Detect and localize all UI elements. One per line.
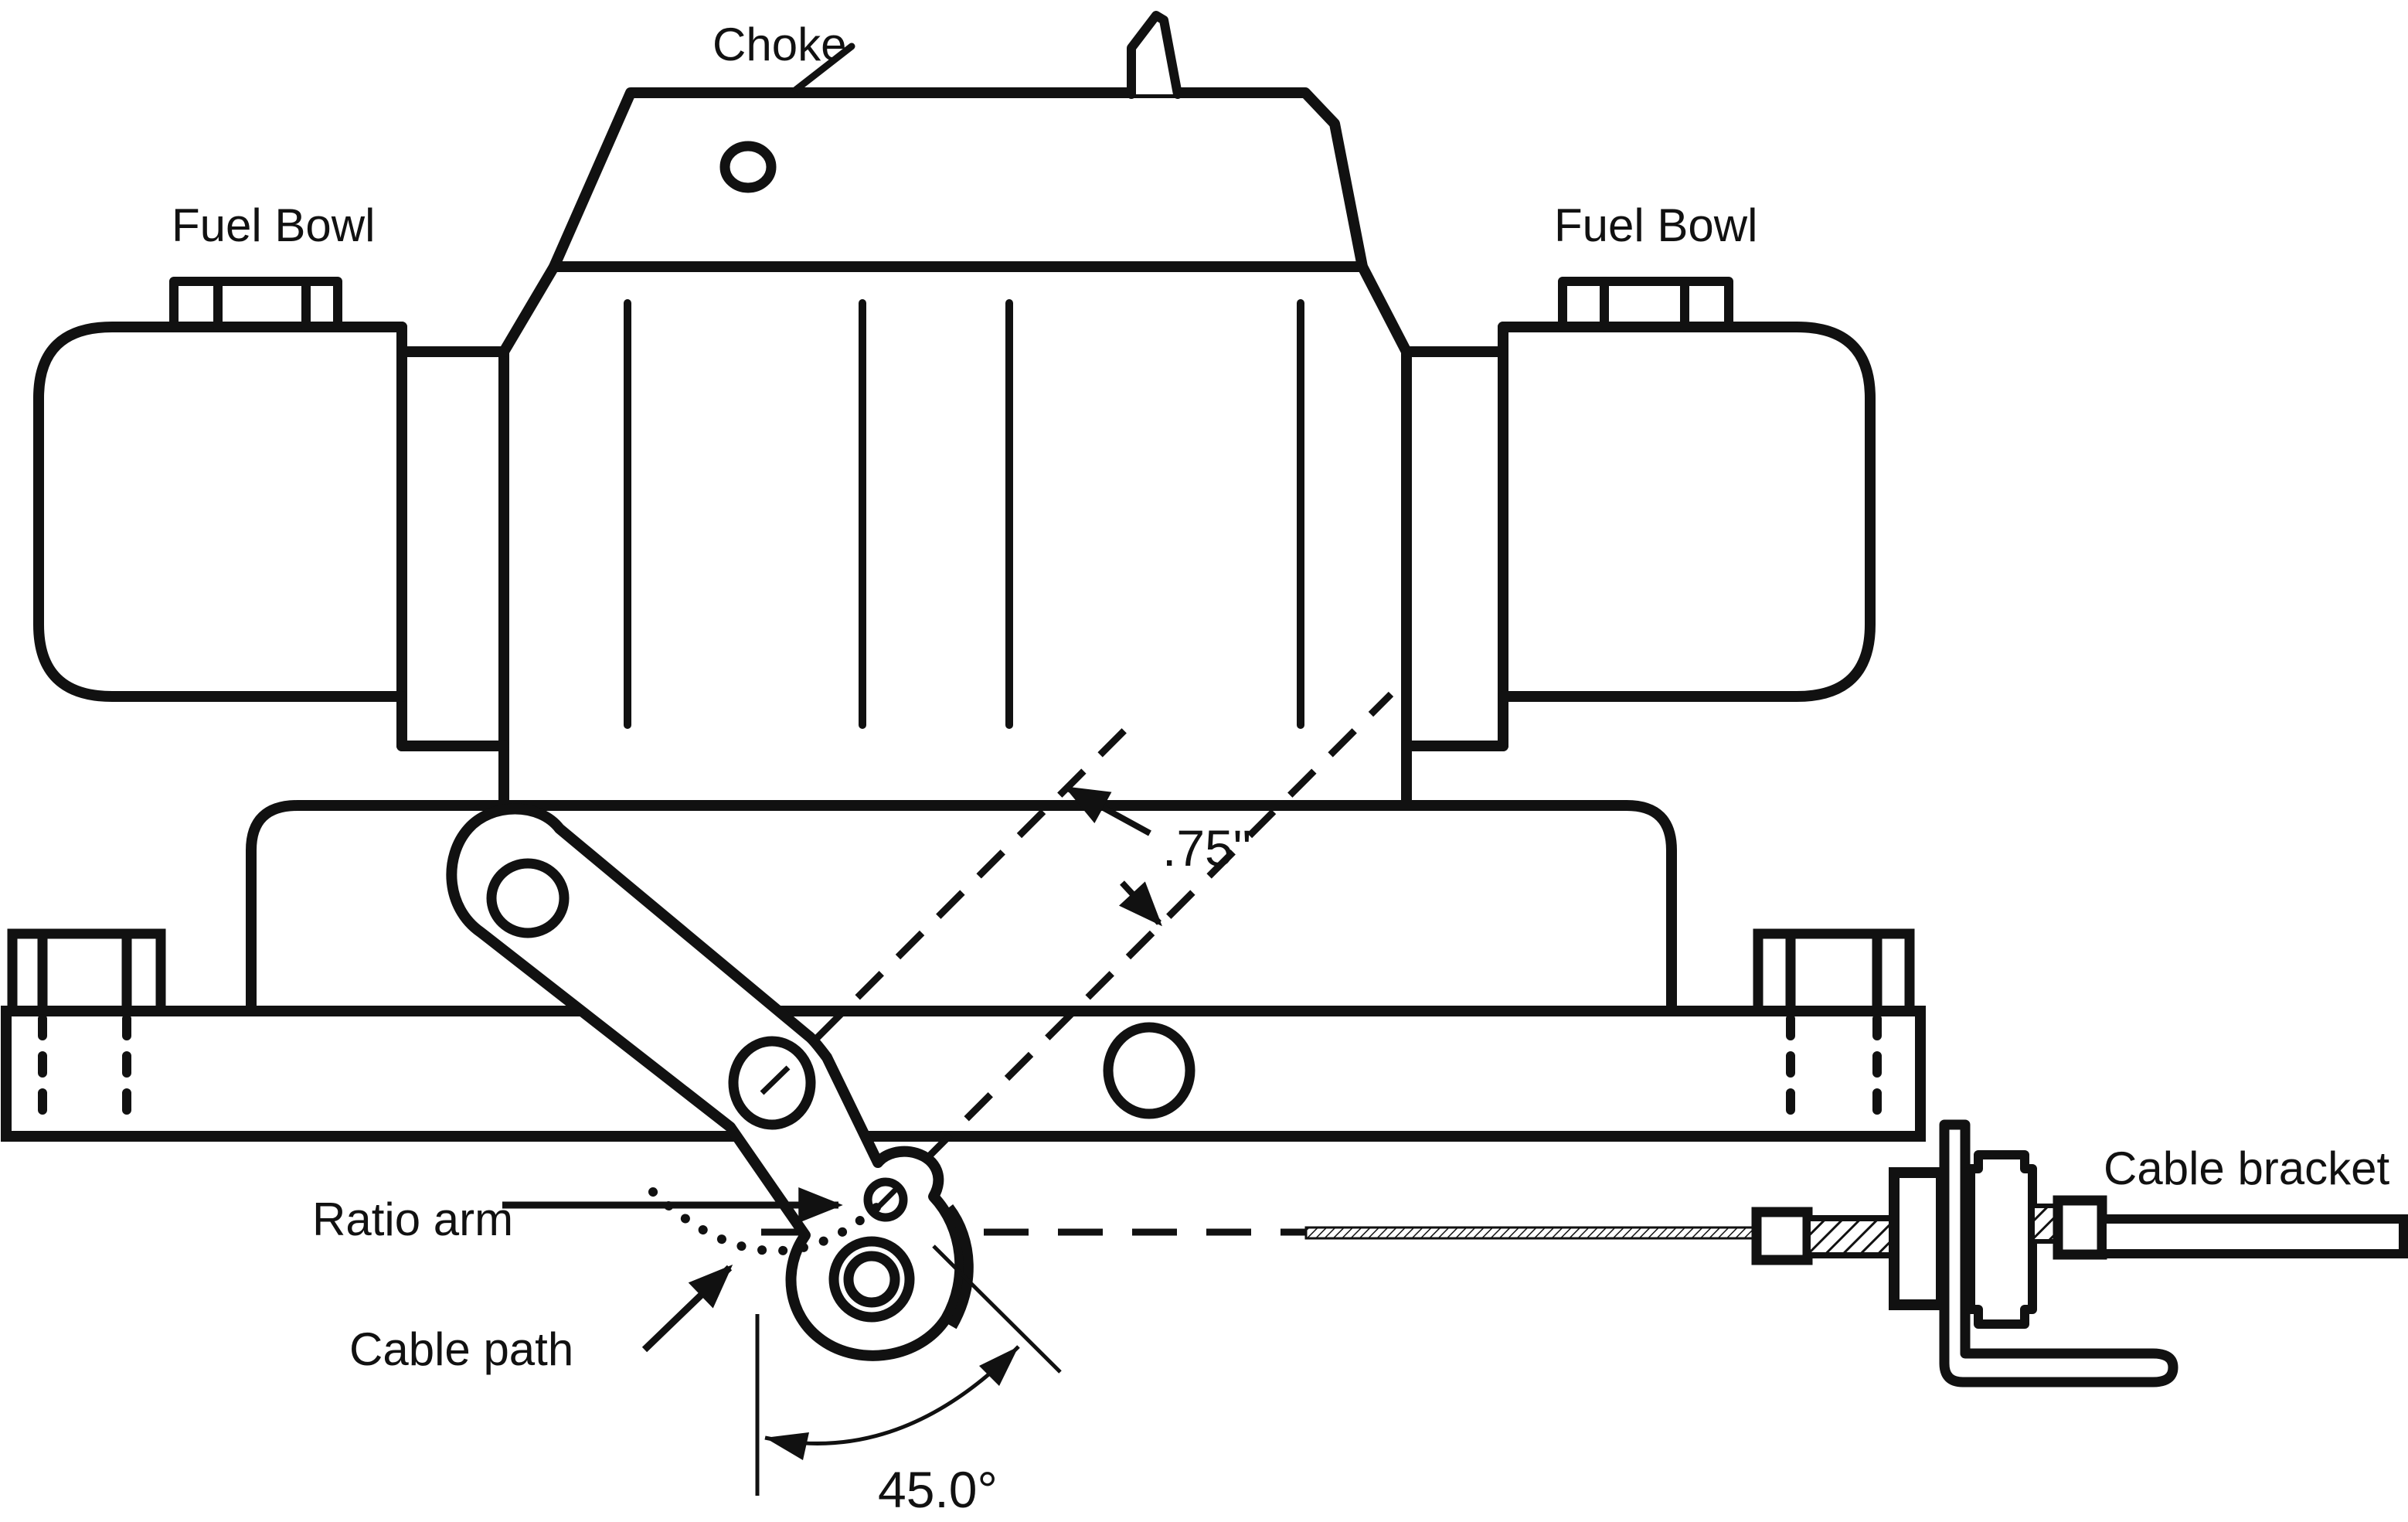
mount-bolt-right bbox=[1753, 928, 1915, 1129]
base-plate-hole bbox=[1103, 1022, 1195, 1119]
cap-fin bbox=[1127, 11, 1182, 99]
flange-right-corner bbox=[1626, 800, 1677, 1011]
cable-bracket-plate bbox=[1939, 1119, 2178, 1388]
offset-dimension-text: .75" bbox=[1162, 819, 1251, 877]
cable-bracket-label: Cable bracket bbox=[2104, 1142, 2390, 1194]
ratio-arm-label: Ratio arm bbox=[312, 1193, 513, 1245]
fuel-bowls bbox=[33, 277, 1876, 702]
base-plate-body bbox=[1, 1006, 1926, 1142]
base-plate bbox=[1, 928, 1926, 1142]
cable-outer-housing bbox=[2097, 1214, 2408, 1258]
retaining-nut bbox=[2053, 1195, 2107, 1260]
cable-attach-hole bbox=[863, 1177, 908, 1222]
angle-dimension-text: 45.0° bbox=[878, 1461, 998, 1518]
lever-end-hole-inner bbox=[843, 1251, 900, 1308]
lever-pivot-hole bbox=[728, 1036, 816, 1130]
angle-arc-arrowhead-left bbox=[765, 1432, 809, 1460]
angle-arc-arrowhead-right bbox=[979, 1347, 1019, 1386]
offset-line-inner bbox=[774, 716, 1139, 1081]
mount-bolt-right-shank bbox=[1786, 1014, 1882, 1129]
cable-ferrule bbox=[1751, 1207, 1813, 1265]
cable-assembly bbox=[1304, 1119, 2408, 1388]
pivot-highlight-slash bbox=[760, 1065, 791, 1095]
lever-upper-hole bbox=[486, 858, 570, 938]
fuel-bowl-left-label: Fuel Bowl bbox=[172, 199, 375, 251]
fuel-bowl-right-shape bbox=[1498, 322, 1876, 702]
housing-end-fitting bbox=[1966, 1150, 2037, 1329]
flange-left-corner bbox=[246, 800, 298, 1011]
cable-path-arc bbox=[648, 1187, 888, 1255]
threaded-adjuster-left bbox=[1804, 1215, 1897, 1258]
angle-diagonal-ref bbox=[932, 1244, 1062, 1374]
offset-dim-arrow-upper bbox=[1063, 785, 1151, 836]
fuel-bowl-left-shape bbox=[33, 322, 407, 702]
lever-back-plate-arc bbox=[944, 1204, 974, 1330]
callout-arrows bbox=[502, 785, 1162, 1353]
choke-label: Choke bbox=[713, 19, 846, 70]
cable-path-label: Cable path bbox=[349, 1323, 573, 1375]
offset-dim-arrow-lower bbox=[1118, 880, 1162, 927]
offset-line-outer bbox=[883, 691, 1394, 1203]
fuel-bowl-left-fitting bbox=[169, 277, 342, 332]
fuel-bowl-right-fitting bbox=[1558, 277, 1733, 332]
air-horn-cap bbox=[549, 87, 1368, 272]
jam-nut bbox=[1889, 1167, 1947, 1310]
choke-leader-line bbox=[792, 43, 855, 94]
cable-path-arrow bbox=[641, 1265, 733, 1353]
choke-hole bbox=[719, 141, 777, 193]
body-venturi-lines bbox=[624, 299, 1304, 729]
mount-bolt-left bbox=[7, 928, 166, 1129]
angle-annotation bbox=[755, 1244, 1062, 1496]
inner-cable-wire bbox=[1304, 1226, 1758, 1240]
fuel-bowl-right-label: Fuel Bowl bbox=[1554, 199, 1757, 251]
mount-bolt-left-shank bbox=[38, 1014, 131, 1129]
carburetor-upper bbox=[396, 11, 1508, 811]
lever-end-hole-outer bbox=[828, 1236, 915, 1323]
